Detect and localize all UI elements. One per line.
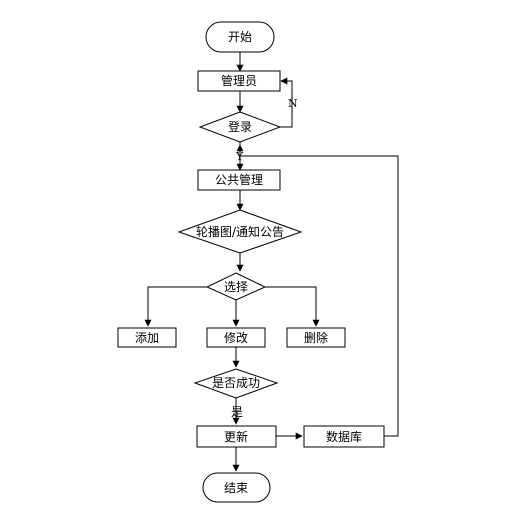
edge-login-no-admin — [280, 77, 293, 128]
node-select-label: 选择 — [224, 280, 248, 294]
node-database-label: 数据库 — [326, 429, 362, 444]
edges — [144, 52, 399, 472]
node-delete: 删除 — [286, 327, 346, 348]
node-carousel-notice: 轮播图/通知公告 — [177, 209, 303, 254]
node-add: 添加 — [117, 327, 177, 348]
edge-label-yes-success: 是 — [231, 405, 243, 419]
node-database: 数据库 — [303, 425, 385, 448]
edge-label-no: N — [288, 97, 298, 110]
node-start: 开始 — [205, 21, 275, 53]
node-success: 是否成功 — [193, 368, 279, 399]
edge-database-login — [236, 144, 399, 437]
edge-select-delete — [264, 286, 320, 327]
node-update: 更新 — [196, 425, 277, 448]
node-public-manage: 公共管理 — [197, 169, 281, 191]
node-modify-label: 修改 — [224, 330, 248, 345]
node-delete-label: 删除 — [304, 330, 328, 345]
node-end-label: 结束 — [224, 481, 248, 495]
node-success-label: 是否成功 — [212, 376, 260, 390]
node-modify: 修改 — [206, 327, 266, 348]
node-add-label: 添加 — [135, 331, 159, 345]
node-login: 登录 — [198, 111, 282, 143]
node-start-label: 开始 — [228, 30, 252, 44]
node-carousel-notice-label: 轮播图/通知公告 — [196, 225, 284, 239]
node-select: 选择 — [205, 272, 267, 301]
node-public-manage-label: 公共管理 — [215, 172, 263, 187]
node-end: 结束 — [202, 472, 271, 503]
edge-label-yes-login: Y — [235, 150, 244, 163]
edge-select-add — [144, 286, 207, 327]
node-admin-label: 管理员 — [221, 73, 257, 88]
node-admin: 管理员 — [197, 70, 281, 92]
node-update-label: 更新 — [224, 429, 248, 444]
node-login-label: 登录 — [228, 119, 252, 134]
